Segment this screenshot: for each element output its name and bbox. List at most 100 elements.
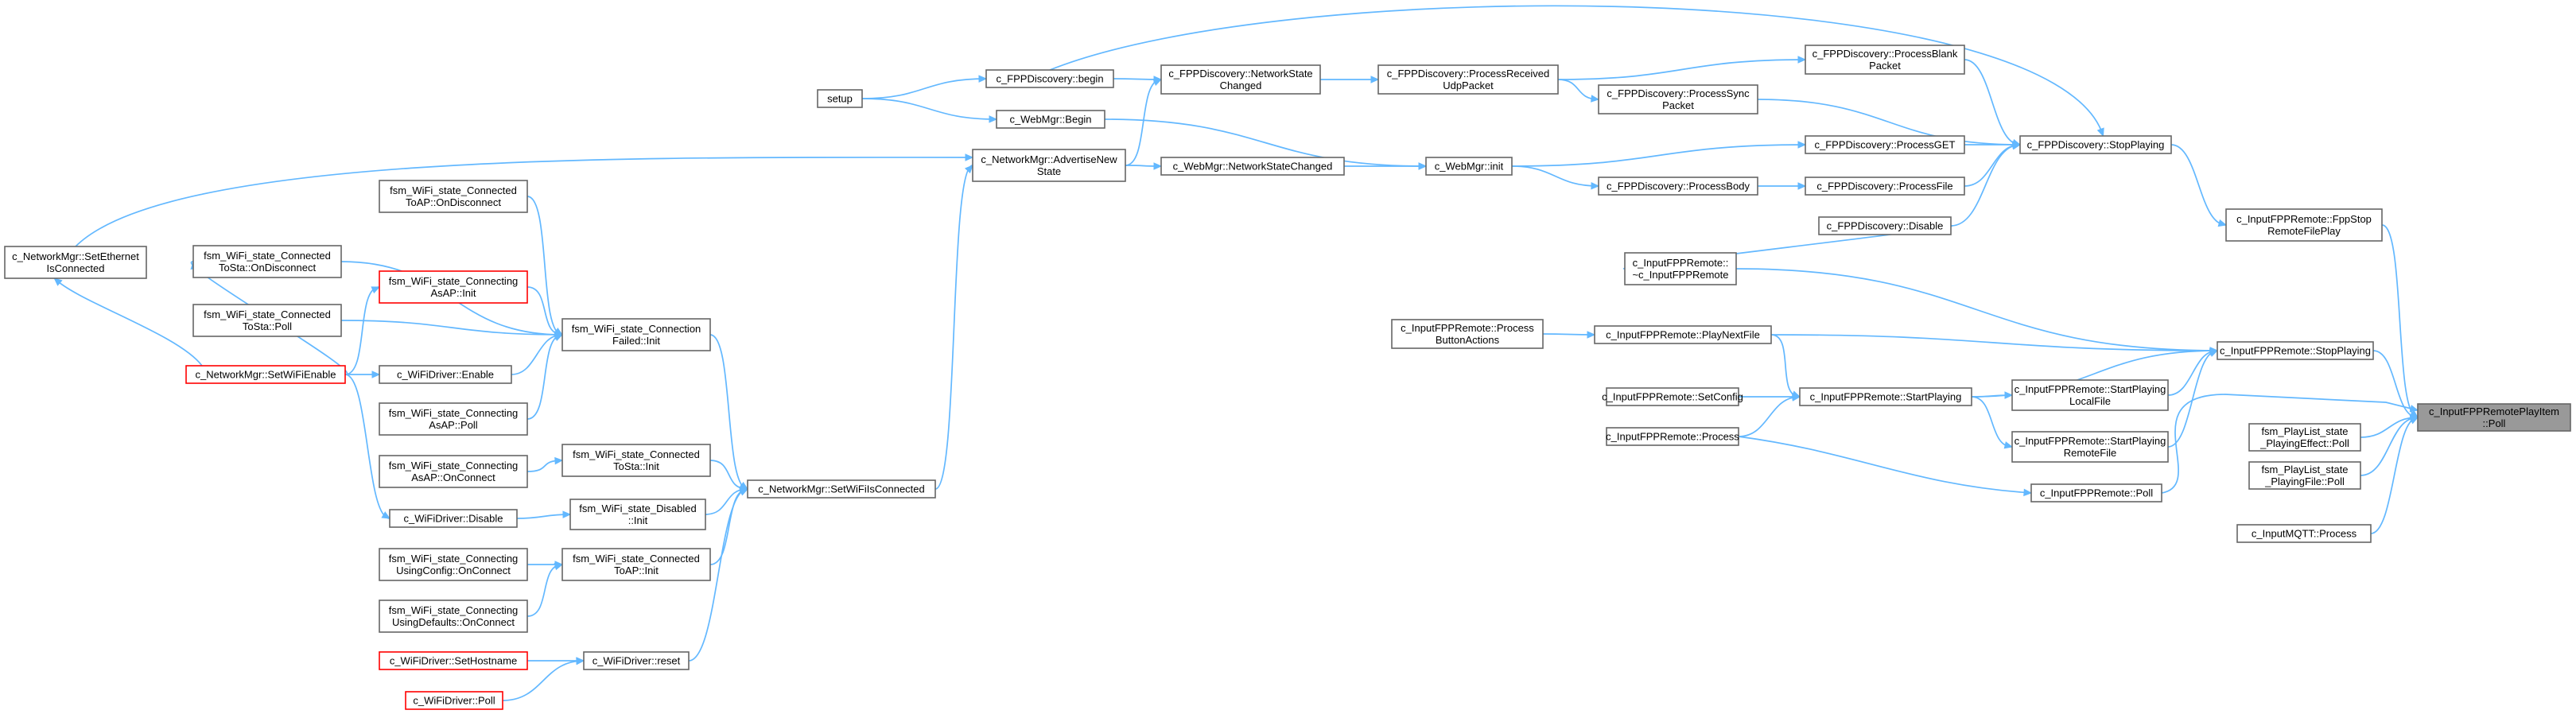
node-box[interactable] bbox=[379, 651, 528, 670]
node-box[interactable] bbox=[2236, 524, 2372, 543]
node-box[interactable] bbox=[1606, 387, 1739, 406]
node-web-begin[interactable]: c_WebMgr::Begin bbox=[996, 110, 1105, 129]
node-using-config[interactable]: fsm_WiFi_state_ConnectingUsingConfig::On… bbox=[379, 548, 528, 581]
node-box[interactable] bbox=[405, 691, 503, 710]
node-process-get[interactable]: c_FPPDiscovery::ProcessGET bbox=[1805, 135, 1965, 154]
node-box[interactable] bbox=[1160, 157, 1345, 176]
node-box[interactable] bbox=[1799, 387, 1972, 406]
node-box[interactable] bbox=[1818, 216, 1952, 235]
node-box[interactable] bbox=[2030, 483, 2162, 503]
node-box[interactable] bbox=[389, 509, 518, 528]
node-box[interactable] bbox=[2217, 341, 2374, 360]
node-box[interactable] bbox=[192, 245, 342, 278]
node-box[interactable] bbox=[561, 548, 711, 581]
node-box[interactable] bbox=[1160, 64, 1321, 95]
node-box[interactable] bbox=[972, 149, 1126, 182]
node-box[interactable] bbox=[561, 318, 711, 351]
node-box[interactable] bbox=[1606, 427, 1739, 446]
node-set-wi-fi-connected[interactable]: c_NetworkMgr::SetWiFiIsConnected bbox=[747, 479, 936, 499]
node-wifi-disable[interactable]: c_WiFiDriver::Disable bbox=[389, 509, 518, 528]
node-box[interactable] bbox=[583, 651, 690, 670]
node-process-file[interactable]: c_FPPDiscovery::ProcessFile bbox=[1805, 177, 1965, 196]
node-box[interactable] bbox=[185, 365, 346, 384]
node-wifi-poll[interactable]: c_WiFiDriver::Poll bbox=[405, 691, 503, 710]
node-box[interactable] bbox=[1377, 64, 1559, 95]
node-to-sta-on-disconnect[interactable]: fsm_WiFi_state_ConnectedToSta::OnDisconn… bbox=[192, 245, 342, 278]
node-box[interactable] bbox=[2019, 135, 2172, 154]
node-wifi-enable[interactable]: c_WiFiDriver::Enable bbox=[379, 365, 512, 384]
node-wifi-reset[interactable]: c_WiFiDriver::reset bbox=[583, 651, 690, 670]
node-box[interactable] bbox=[1598, 84, 1758, 114]
node-box[interactable] bbox=[569, 499, 706, 530]
node-remote-stop-playing[interactable]: c_InputFPPRemote::StopPlaying bbox=[2217, 341, 2374, 360]
node-box[interactable] bbox=[1624, 252, 1737, 285]
node-box[interactable] bbox=[747, 479, 936, 499]
node-box[interactable] bbox=[817, 89, 863, 108]
node-play-next-file[interactable]: c_InputFPPRemote::PlayNextFile bbox=[1594, 325, 1772, 344]
node-box[interactable] bbox=[379, 600, 528, 633]
node-box[interactable] bbox=[1425, 157, 1513, 176]
node-box[interactable] bbox=[2011, 431, 2169, 463]
node-disc-net-changed[interactable]: c_FPPDiscovery::NetworkStateChanged bbox=[1160, 64, 1321, 95]
node-remote-poll[interactable]: c_InputFPPRemote::Poll bbox=[2030, 483, 2162, 503]
node-start-playing[interactable]: c_InputFPPRemote::StartPlaying bbox=[1799, 387, 1972, 406]
node-box[interactable] bbox=[1805, 135, 1965, 154]
node-web-init[interactable]: c_WebMgr::init bbox=[1425, 157, 1513, 176]
node-box[interactable] bbox=[1805, 177, 1965, 196]
node-process-body[interactable]: c_FPPDiscovery::ProcessBody bbox=[1598, 177, 1758, 196]
node-box[interactable] bbox=[379, 402, 528, 436]
node-box[interactable] bbox=[4, 246, 147, 279]
node-to-ap-on-disconnect[interactable]: fsm_WiFi_state_ConnectedToAP::OnDisconne… bbox=[379, 180, 528, 213]
node-box[interactable] bbox=[379, 365, 512, 384]
node-disc-begin[interactable]: c_FPPDiscovery::begin bbox=[985, 69, 1114, 88]
node-box[interactable] bbox=[2248, 461, 2361, 490]
node-mqtt-process[interactable]: c_InputMQTT::Process bbox=[2236, 524, 2372, 543]
node-box[interactable] bbox=[2225, 208, 2383, 242]
node-box[interactable] bbox=[379, 270, 528, 304]
node-set-config[interactable]: c_InputFPPRemote::SetConfig bbox=[1602, 387, 1743, 406]
node-box[interactable] bbox=[561, 444, 711, 477]
node-disc-disable[interactable]: c_FPPDiscovery::Disable bbox=[1818, 216, 1952, 235]
node-remote-dtor[interactable]: c_InputFPPRemote::~c_InputFPPRemote bbox=[1624, 252, 1737, 285]
node-setup[interactable]: setup bbox=[817, 89, 863, 108]
node-disc-stop-playing[interactable]: c_FPPDiscovery::StopPlaying bbox=[2019, 135, 2172, 154]
node-web-net-changed[interactable]: c_WebMgr::NetworkStateChanged bbox=[1160, 157, 1345, 176]
node-box[interactable] bbox=[1805, 45, 1965, 75]
node-box[interactable] bbox=[2011, 379, 2169, 411]
node-box[interactable] bbox=[379, 455, 528, 488]
node-box[interactable] bbox=[1598, 177, 1758, 196]
node-box[interactable] bbox=[379, 548, 528, 581]
node-box[interactable] bbox=[379, 180, 528, 213]
node-playlist-file[interactable]: fsm_PlayList_state_PlayingFile::Poll bbox=[2248, 461, 2361, 490]
node-set-hostname[interactable]: c_WiFiDriver::SetHostname bbox=[379, 651, 528, 670]
node-label-line: c_InputFPPRemote::SetConfig bbox=[1602, 391, 1743, 403]
node-using-defaults[interactable]: fsm_WiFi_state_ConnectingUsingDefaults::… bbox=[379, 600, 528, 633]
node-box[interactable] bbox=[2248, 423, 2361, 452]
node-box[interactable] bbox=[1594, 325, 1772, 344]
node-box[interactable] bbox=[985, 69, 1114, 88]
node-remote-process[interactable]: c_InputFPPRemote::Process bbox=[1606, 427, 1739, 446]
node-playlist-effect[interactable]: fsm_PlayList_state_PlayingEffect::Poll bbox=[2248, 423, 2361, 452]
node-box[interactable] bbox=[996, 110, 1105, 129]
node-set-wi-fi-enable[interactable]: c_NetworkMgr::SetWiFiEnable bbox=[185, 365, 346, 384]
node-box[interactable] bbox=[1391, 319, 1544, 349]
node-disabled-init[interactable]: fsm_WiFi_state_Disabled::Init bbox=[569, 499, 706, 530]
node-box[interactable] bbox=[192, 304, 342, 337]
